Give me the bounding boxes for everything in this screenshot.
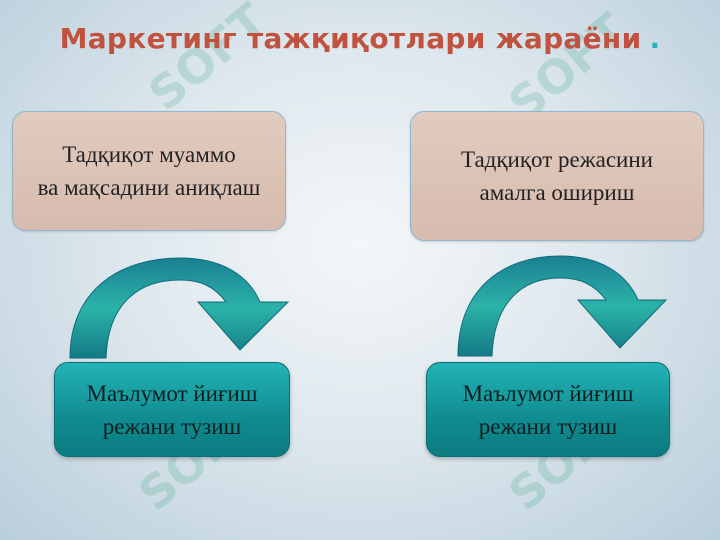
watermark-1: SOFT — [138, 0, 277, 122]
title-mark: . — [649, 22, 661, 55]
title-text: Маркетинг тажқиқотлари жараёни — [59, 22, 642, 55]
step-box-line: Тадқиқот режасини — [461, 147, 653, 172]
step-box-collect-data-left: Маълумот йиғиш режани тузиш — [54, 362, 290, 457]
step-box-line: ва мақсадини аниқлаш — [37, 175, 261, 200]
step-box-line: Маълумот йиғиш — [86, 380, 258, 406]
curved-arrow-left — [69, 257, 290, 359]
step-box-define-problem: Тадқиқот муаммо ва мақсадини аниқлаш — [12, 111, 286, 231]
step-box-collect-data-right: Маълумот йиғиш режани тузиш — [426, 362, 670, 457]
step-box-line: Маълумот йиғиш — [462, 380, 634, 406]
curved-arrow-right — [457, 255, 668, 357]
step-box-line: режани тузиш — [102, 413, 242, 439]
step-box-line: амалга ошириш — [479, 180, 635, 205]
step-box-line: Тадқиқот муаммо — [62, 142, 236, 167]
step-box-line: режани тузиш — [478, 413, 618, 439]
page-title: Маркетинг тажқиқотлари жараёни. — [0, 22, 720, 55]
step-box-implement-plan: Тадқиқот режасини амалга ошириш — [410, 111, 704, 241]
